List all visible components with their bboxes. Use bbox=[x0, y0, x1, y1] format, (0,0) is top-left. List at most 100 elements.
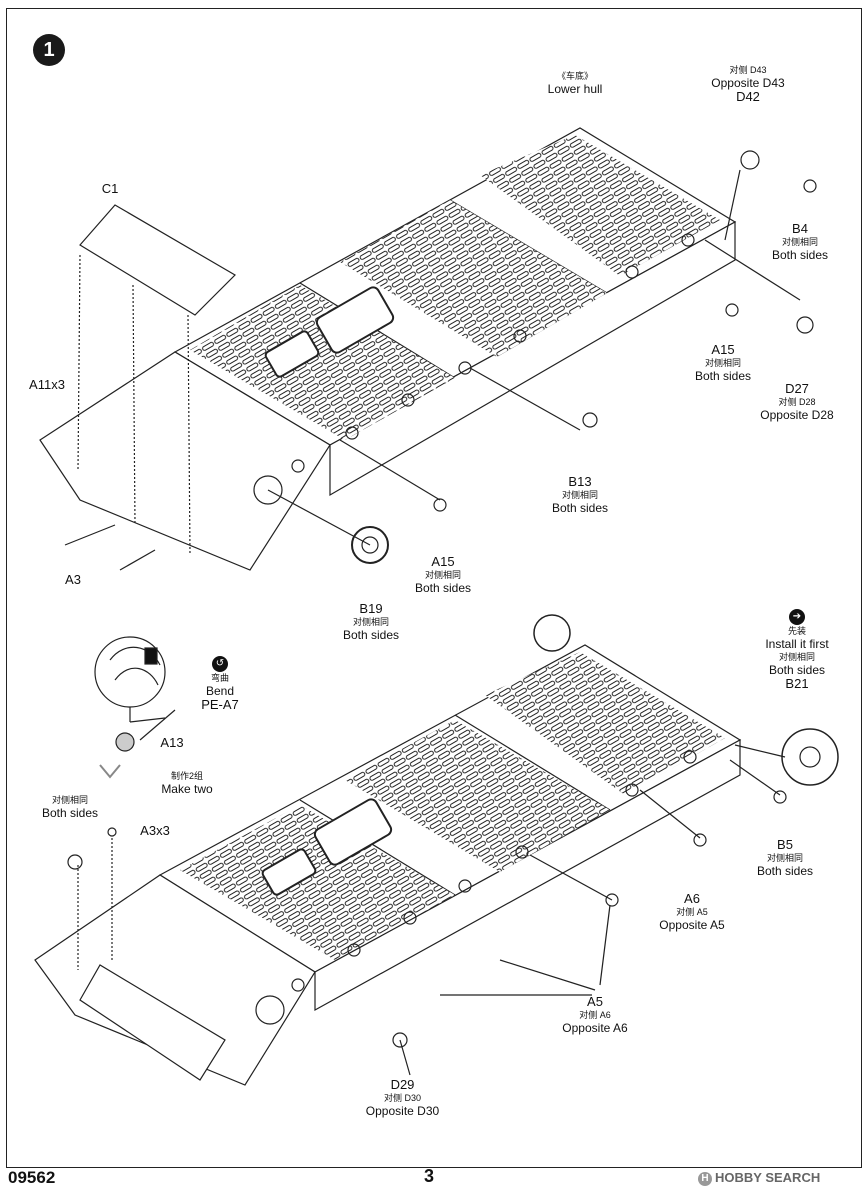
part-a13 bbox=[115, 732, 135, 752]
label-both-sides-left: 对侧相同 Both sides bbox=[35, 794, 105, 820]
label-a15-middle-cn: 对侧相同 bbox=[424, 570, 461, 580]
part-a5 bbox=[605, 893, 619, 907]
label-both-sides-left-cn: 对侧相同 bbox=[51, 795, 88, 805]
label-make-two: 制作2组 Make two bbox=[152, 770, 222, 796]
label-lower-hull: 《车底》 Lower hull bbox=[540, 70, 610, 96]
label-install-first-cn2: 对侧相同 bbox=[778, 652, 815, 662]
part-a15-upper bbox=[725, 303, 739, 317]
label-a6-en: Opposite A5 bbox=[659, 918, 725, 932]
kit-number: 09562 bbox=[8, 1168, 56, 1187]
part-both-sides-left bbox=[67, 854, 83, 870]
label-c1: C1 bbox=[95, 182, 125, 196]
label-d29: D29 对侧 D30 Opposite D30 bbox=[360, 1077, 445, 1119]
label-a15-top-en: Both sides bbox=[694, 369, 752, 383]
label-a5-cn: 对侧 A6 bbox=[579, 1010, 611, 1020]
label-d43-en: Opposite D43 bbox=[711, 76, 785, 90]
label-a5: A5 对侧 A6 Opposite A6 bbox=[555, 994, 635, 1036]
label-d29-en: Opposite D30 bbox=[365, 1104, 440, 1118]
part-b21 bbox=[781, 728, 839, 786]
label-make-two-cn: 制作2组 bbox=[170, 771, 203, 781]
watermark-text: HOBBY SEARCH bbox=[715, 1170, 821, 1185]
part-a15-middle bbox=[433, 498, 447, 512]
part-b5 bbox=[773, 790, 787, 804]
label-c1-code: C1 bbox=[101, 181, 119, 196]
label-a6-code: A6 bbox=[684, 891, 700, 906]
label-b4: B4 对侧相同 Both sides bbox=[765, 221, 835, 263]
label-d27: D27 对侧 D28 Opposite D28 bbox=[752, 381, 842, 423]
part-c1-plate bbox=[79, 204, 236, 316]
label-b5-code: B5 bbox=[777, 837, 793, 852]
part-c1-plate-installed bbox=[79, 964, 226, 1081]
label-d27-cn: 对侧 D28 bbox=[778, 397, 816, 407]
label-a15-top-cn: 对侧相同 bbox=[704, 358, 741, 368]
label-install-first-en2: Both sides bbox=[768, 663, 826, 677]
label-a15-middle-en: Both sides bbox=[414, 581, 472, 595]
label-both-sides-left-en: Both sides bbox=[41, 806, 99, 820]
label-d43: 对侧 D43 Opposite D43 D42 bbox=[702, 64, 794, 104]
label-pe-a7-code: PE-A7 bbox=[201, 697, 239, 712]
label-b13: B13 对侧相同 Both sides bbox=[545, 474, 615, 516]
label-b13-code: B13 bbox=[568, 474, 592, 489]
label-b13-en: Both sides bbox=[551, 501, 609, 515]
part-a3x3 bbox=[107, 827, 117, 837]
label-b21-code: B21 bbox=[785, 676, 809, 691]
label-a3-top: A3 bbox=[58, 573, 88, 587]
label-install-first: ➔ 先装 Install it first 对侧相同 Both sides B2… bbox=[752, 608, 842, 691]
label-a3x3: A3x3 bbox=[130, 824, 180, 838]
label-b4-code: B4 bbox=[792, 221, 808, 236]
label-install-first-en: Install it first bbox=[765, 637, 829, 651]
label-install-first-cn: 先装 bbox=[787, 626, 806, 636]
label-d27-code: D27 bbox=[785, 381, 809, 396]
part-d29 bbox=[392, 1032, 408, 1048]
label-a5-en: Opposite A6 bbox=[562, 1021, 628, 1035]
install-first-icon: ➔ bbox=[789, 609, 805, 625]
label-a5-code: A5 bbox=[587, 994, 603, 1009]
label-b19: B19 对侧相同 Both sides bbox=[336, 601, 406, 643]
label-b13-cn: 对侧相同 bbox=[561, 490, 598, 500]
label-b19-code: B19 bbox=[359, 601, 383, 616]
label-b5: B5 对侧相同 Both sides bbox=[750, 837, 820, 879]
label-lower-hull-en: Lower hull bbox=[547, 82, 603, 96]
label-b4-cn: 对侧相同 bbox=[781, 237, 818, 247]
label-a13: A13 bbox=[152, 736, 192, 750]
label-b19-cn: 对侧相同 bbox=[352, 617, 389, 627]
label-lower-hull-cn: 《车底》 bbox=[556, 71, 593, 81]
label-d27-en: Opposite D28 bbox=[760, 408, 834, 422]
hull-front-top bbox=[39, 351, 331, 571]
label-a15-middle: A15 对侧相同 Both sides bbox=[408, 554, 478, 596]
label-a6: A6 对侧 A5 Opposite A5 bbox=[652, 891, 732, 933]
label-b19-en: Both sides bbox=[342, 628, 400, 642]
lower-hull-bottom-view bbox=[34, 614, 839, 1086]
page-frame bbox=[6, 8, 862, 1168]
label-a15-top-code: A15 bbox=[711, 342, 735, 357]
label-bend-cn: 弯曲 bbox=[210, 673, 229, 683]
label-make-two-en: Make two bbox=[161, 782, 213, 796]
page-number: 3 bbox=[424, 1166, 435, 1186]
step-number-badge: 1 bbox=[33, 34, 65, 66]
label-bend: ↺ 弯曲 Bend PE-A7 bbox=[195, 655, 245, 712]
label-a3x3-code: A3x3 bbox=[140, 823, 170, 838]
hull-side-bottom bbox=[314, 738, 741, 1012]
part-b13 bbox=[582, 412, 598, 428]
part-d42 bbox=[740, 150, 760, 170]
label-d43-cn: 对侧 D43 bbox=[729, 65, 767, 75]
label-b4-en: Both sides bbox=[771, 248, 829, 262]
part-d27 bbox=[796, 316, 814, 334]
part-b4 bbox=[803, 179, 817, 193]
label-bend-en: Bend bbox=[205, 684, 235, 698]
bend-detail-callout bbox=[94, 636, 176, 779]
label-b5-cn: 对侧相同 bbox=[766, 853, 803, 863]
lower-hull-top-view bbox=[39, 127, 817, 571]
hobby-search-logo-icon: H bbox=[698, 1171, 712, 1186]
label-a3-top-code: A3 bbox=[65, 572, 81, 587]
label-a15-top: A15 对侧相同 Both sides bbox=[688, 342, 758, 384]
part-b19 bbox=[351, 526, 389, 564]
label-a13-code: A13 bbox=[160, 735, 184, 750]
label-d29-cn: 对侧 D30 bbox=[383, 1093, 421, 1103]
label-d42-code: D42 bbox=[736, 89, 760, 104]
label-a15-middle-code: A15 bbox=[431, 554, 455, 569]
part-a6 bbox=[693, 833, 707, 847]
label-d29-code: D29 bbox=[390, 1077, 415, 1092]
